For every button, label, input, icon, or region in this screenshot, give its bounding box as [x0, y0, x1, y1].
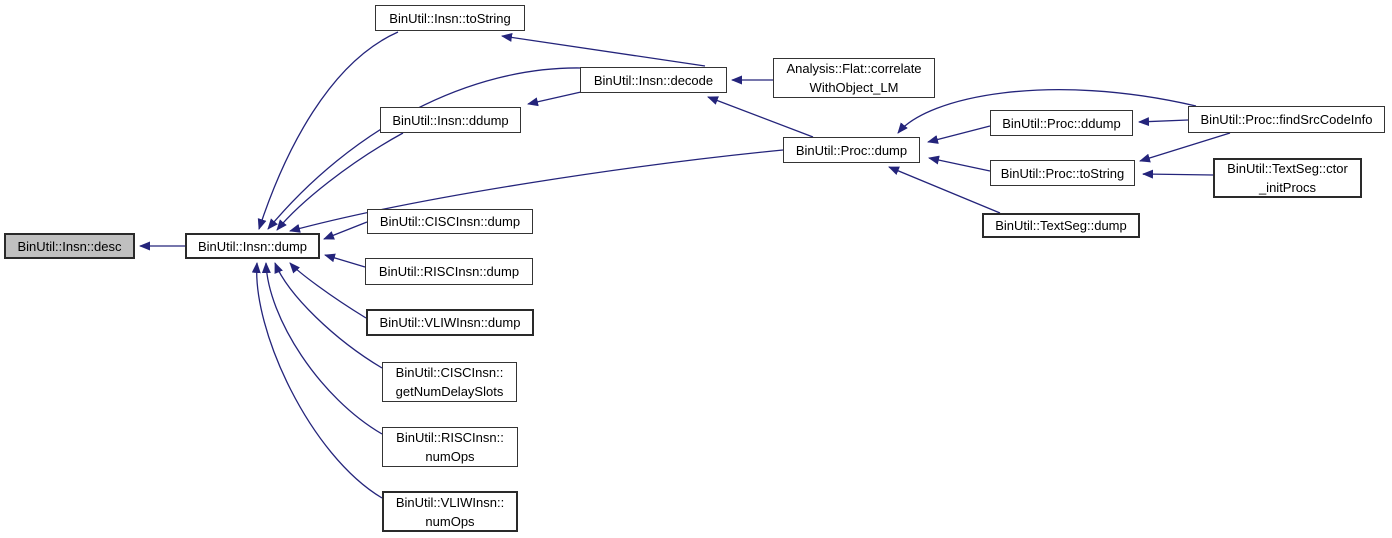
node-binutil-riscinsn-numops[interactable]: BinUtil::RISCInsn:: numOps: [382, 427, 518, 467]
node-binutil-textseg-dump[interactable]: BinUtil::TextSeg::dump: [982, 213, 1140, 238]
edge-insn-ddump--insn-dump: [276, 132, 404, 231]
node-binutil-insn-ddump[interactable]: BinUtil::Insn::ddump: [380, 107, 521, 133]
edge-ciscinsn-dump--insn-dump: [323, 221, 368, 240]
edge-insn-decode--insn-dump: [267, 67, 583, 230]
edge-proc-findsrccodeinfo--proc-ddump: [1138, 117, 1189, 127]
node-binutil-vliwinsn-numops[interactable]: BinUtil::VLIWInsn:: numOps: [382, 491, 518, 532]
edge-vliwinsn-numops--insn-dump: [251, 262, 383, 499]
edge-insn-tostring--insn-dump: [257, 31, 399, 230]
edge-proc-findsrccodeinfo--proc-dump: [897, 89, 1197, 134]
edge-proc-ddump--proc-dump: [927, 125, 991, 144]
node-binutil-vliwinsn-dump[interactable]: BinUtil::VLIWInsn::dump: [366, 309, 534, 336]
node-binutil-proc-tostring[interactable]: BinUtil::Proc::toString: [990, 160, 1135, 186]
edge-insn-decode--insn-tostring: [501, 33, 706, 67]
edge-proc-tostring--proc-dump: [928, 155, 991, 172]
node-binutil-proc-dump[interactable]: BinUtil::Proc::dump: [783, 137, 920, 163]
node-binutil-insn-desc: BinUtil::Insn::desc: [4, 233, 135, 259]
node-analysis-flat-correlatewithobject-lm[interactable]: Analysis::Flat::correlate WithObject_LM: [773, 58, 935, 98]
edge-proc-findsrccodeinfo--proc-tostring: [1139, 132, 1231, 163]
node-binutil-proc-findsrccodeinfo[interactable]: BinUtil::Proc::findSrcCodeInfo: [1188, 106, 1385, 133]
edge-proc-dump--insn-dump: [289, 149, 784, 233]
node-binutil-insn-tostring[interactable]: BinUtil::Insn::toString: [375, 5, 525, 31]
edge-proc-dump--insn-decode: [707, 96, 814, 138]
edge-riscinsn-numops--insn-dump: [261, 262, 383, 435]
node-binutil-ciscinsn-dump[interactable]: BinUtil::CISCInsn::dump: [367, 209, 533, 234]
node-binutil-riscinsn-dump[interactable]: BinUtil::RISCInsn::dump: [365, 258, 533, 285]
node-binutil-insn-dump[interactable]: BinUtil::Insn::dump: [185, 233, 320, 259]
edge-vliwinsn-dump--insn-dump: [289, 262, 367, 319]
edge-riscinsn-dump--insn-dump: [324, 253, 366, 268]
node-binutil-proc-ddump[interactable]: BinUtil::Proc::ddump: [990, 110, 1133, 136]
node-binutil-insn-decode[interactable]: BinUtil::Insn::decode: [580, 67, 727, 93]
node-binutil-textseg-ctor-initprocs[interactable]: BinUtil::TextSeg::ctor _initProcs: [1213, 158, 1362, 198]
edge-insn-decode--insn-ddump: [527, 91, 582, 107]
edge-textseg-ctor-initprocs--proc-tostring: [1142, 169, 1214, 179]
edge-textseg-dump--proc-dump: [888, 166, 1001, 214]
edge-ciscinsn-getnumdelayslots--insn-dump: [274, 262, 383, 369]
node-binutil-ciscinsn-getnumdelayslots[interactable]: BinUtil::CISCInsn:: getNumDelaySlots: [382, 362, 517, 402]
